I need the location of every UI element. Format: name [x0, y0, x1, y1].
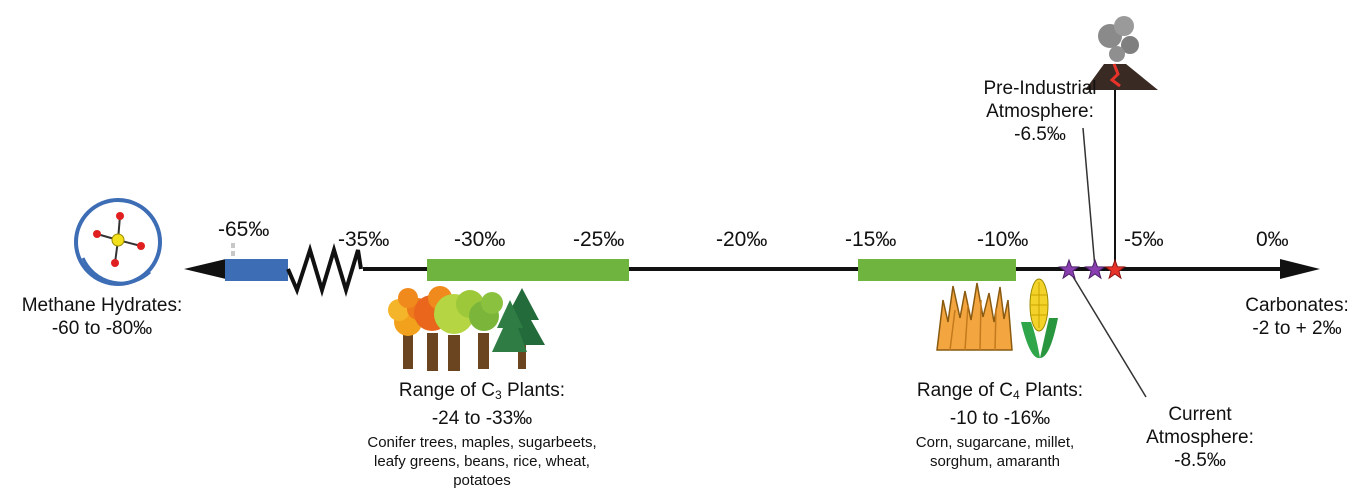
- tick-label-neg5: -5‰: [1124, 228, 1164, 251]
- c3-examples-line: leafy greens, beans, rice, wheat,: [374, 453, 590, 470]
- grass-icon: [936, 282, 1013, 351]
- c3-examples-line: Conifer trees, maples, sugarbeets,: [367, 434, 597, 451]
- current-label: Current Atmosphere: -8.5‰: [1130, 403, 1270, 472]
- c4-range: -10 to -16‰: [949, 408, 1051, 429]
- c4-title-pre: Range of C: [916, 380, 1014, 401]
- tick-label-neg10: -10‰: [977, 228, 1029, 251]
- methane-molecule-icon: [74, 198, 162, 286]
- c3-title-pre: Range of C: [398, 380, 496, 401]
- tick-label-neg25: -25‰: [573, 228, 625, 251]
- tick-label-neg65: -65‰: [218, 218, 270, 241]
- methane-range-bar: [225, 259, 290, 281]
- tick-label-0: 0‰: [1256, 228, 1289, 251]
- c3-examples: Conifer trees, maples, sugarbeets, leafy…: [337, 433, 627, 490]
- axis-break-zigzag: [286, 243, 363, 297]
- c3-range-bar: [427, 259, 629, 281]
- preindustrial-atmosphere-star: [1084, 258, 1106, 280]
- current-value: -8.5‰: [1174, 450, 1226, 471]
- carbonates-range: -2 to + 2‰: [1252, 318, 1342, 339]
- tick-label-neg20: -20‰: [716, 228, 768, 251]
- c3-label: Range of C3 Plants: -24 to -33‰: [362, 379, 602, 430]
- volcano-icon: [1085, 16, 1158, 90]
- c3-title-post: Plants:: [501, 380, 566, 401]
- trees-icon: [388, 286, 545, 371]
- c4-title-post: Plants:: [1019, 380, 1084, 401]
- carbonates-title: Carbonates:: [1245, 295, 1349, 316]
- c3-title: Range of C3 Plants:: [362, 379, 602, 407]
- preindustrial-label: Pre-Industrial Atmosphere: -6.5‰: [960, 77, 1120, 146]
- current-line1: Current: [1168, 404, 1232, 425]
- corn-icon: [1021, 278, 1058, 359]
- right-arrowhead: [1280, 259, 1320, 279]
- methane-range: -60 to -80‰: [51, 318, 153, 339]
- tick-label-neg35: -35‰: [338, 228, 390, 251]
- tick-label-neg15: -15‰: [845, 228, 897, 251]
- preindustrial-value: -6.5‰: [1014, 124, 1066, 145]
- c3-subscript: 3: [495, 388, 502, 402]
- preindustrial-line2: Atmosphere:: [986, 101, 1094, 122]
- carbonates-label: Carbonates: -2 to + 2‰: [1232, 294, 1362, 340]
- c3-examples-line: potatoes: [453, 472, 511, 489]
- current-line2: Atmosphere:: [1146, 427, 1254, 448]
- c4-range-bar: [858, 259, 1016, 281]
- current-atmosphere-star: [1058, 258, 1080, 280]
- left-arrowhead: [184, 259, 226, 279]
- methane-label: Methane Hydrates: -60 to -80‰: [2, 294, 202, 340]
- c4-subscript: 4: [1013, 388, 1020, 402]
- preindustrial-pointer: [1082, 127, 1096, 269]
- current-pointer: [1068, 269, 1147, 398]
- c4-examples-line: sorghum, amaranth: [929, 453, 1061, 470]
- c4-label: Range of C4 Plants: -10 to -16‰: [890, 379, 1110, 430]
- tick-label-neg30: -30‰: [454, 228, 506, 251]
- c3-range: -24 to -33‰: [431, 408, 533, 429]
- c4-title: Range of C4 Plants:: [890, 379, 1110, 407]
- c4-examples-line: Corn, sugarcane, millet,: [915, 434, 1075, 451]
- c4-examples: Corn, sugarcane, millet, sorghum, amaran…: [900, 433, 1090, 471]
- preindustrial-line1: Pre-Industrial: [983, 78, 1097, 99]
- volcanic-source-star: [1104, 258, 1126, 280]
- methane-title: Methane Hydrates:: [21, 295, 183, 316]
